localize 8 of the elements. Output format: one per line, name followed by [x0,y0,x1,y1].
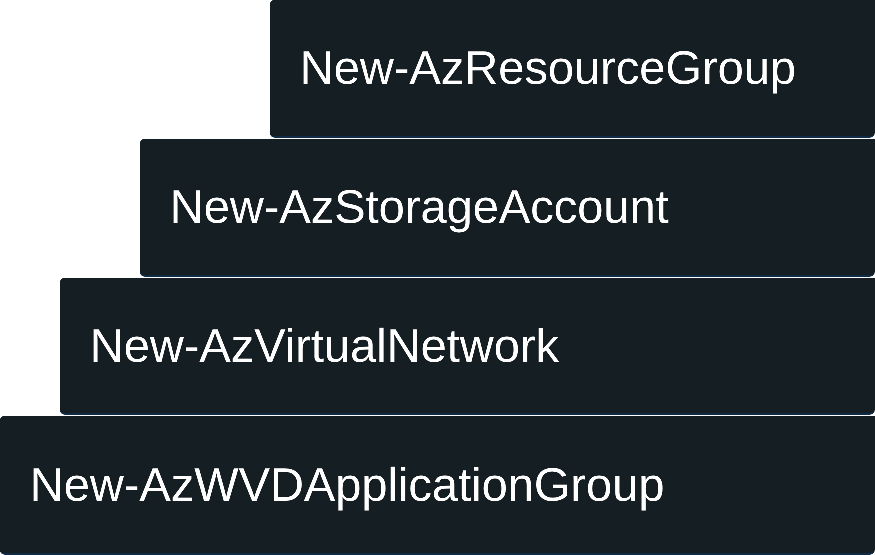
step-label: New-AzResourceGroup [300,42,796,94]
step-label: New-AzVirtualNetwork [90,320,560,372]
step-bar [140,139,875,277]
step-label: New-AzStorageAccount [170,181,669,233]
step-bar [0,416,875,555]
step-bar [270,0,875,138]
step-bar [60,278,875,415]
step-label: New-AzWVDApplicationGroup [30,458,665,510]
